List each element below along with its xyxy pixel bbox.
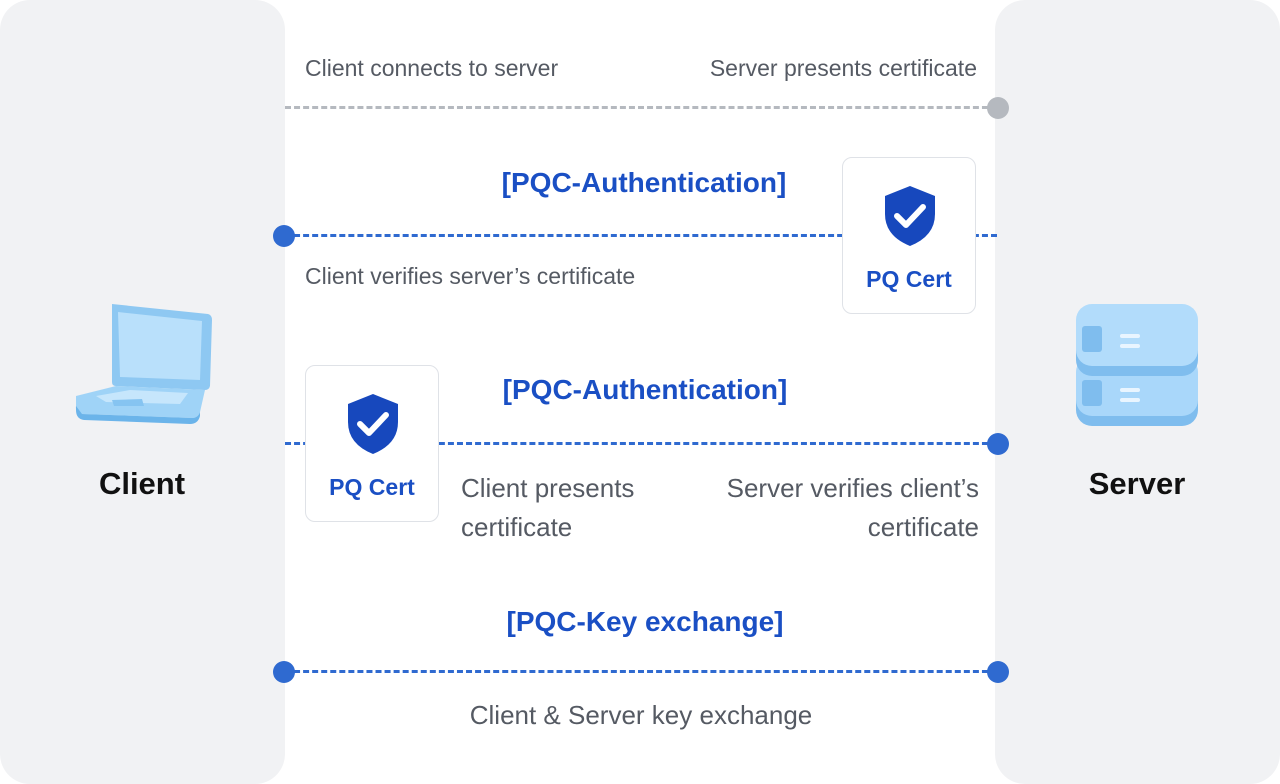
connect-endpoint-dot [987, 97, 1009, 119]
client-auth-heading: [PQC-Authentication] [502, 374, 788, 405]
key-exchange-client-dot [273, 661, 295, 683]
server-pq-cert: PQ Cert [842, 157, 976, 314]
key-exchange-server-dot [987, 661, 1009, 683]
server-auth-line [285, 234, 997, 237]
client-connects-text: Client connects to server [305, 55, 559, 81]
server-auth-endpoint-dot [273, 225, 295, 247]
cert-label: PQ Cert [329, 474, 415, 500]
client-label: Client [98, 466, 186, 501]
client-presents-text: Client presents certificate [461, 473, 635, 542]
key-exchange-line [285, 670, 997, 673]
client-auth-endpoint-dot [987, 433, 1009, 455]
server-presents-text: Server presents certificate [709, 55, 977, 81]
connect-arrow-line [285, 106, 997, 109]
server-auth-heading: [PQC-Authentication] [501, 167, 787, 198]
cert-label: PQ Cert [866, 266, 952, 292]
server-label: Server [1088, 466, 1186, 501]
shield-check-icon [348, 394, 398, 454]
client-verifies-text: Client verifies server’s certificate [305, 263, 636, 289]
key-exchange-text: Client & Server key exchange [469, 700, 813, 730]
server-verifies-text: Server verifies client’s certificate [726, 473, 979, 542]
client-auth-line [285, 442, 997, 445]
key-exchange-heading: [PQC-Key exchange] [506, 606, 784, 637]
laptop-icon [72, 300, 214, 435]
client-pq-cert: PQ Cert [305, 365, 439, 522]
shield-check-icon [885, 186, 935, 246]
server-icon [1070, 296, 1204, 437]
